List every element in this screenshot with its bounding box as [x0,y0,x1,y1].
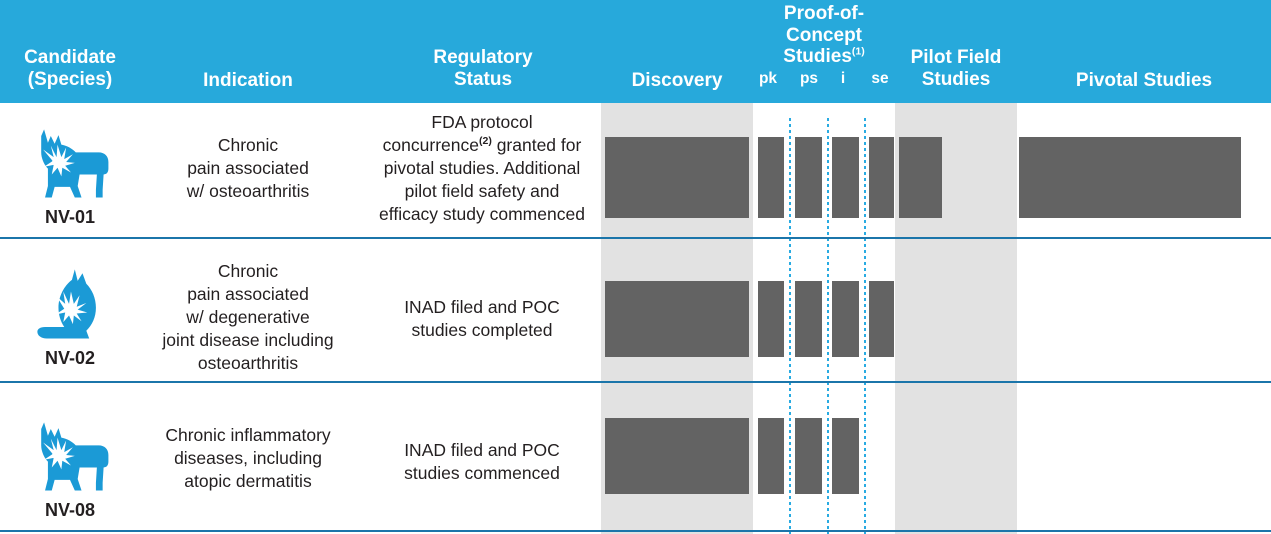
progress-bar-poc-pk [758,281,784,357]
progress-bar-poc-i [832,137,859,218]
progress-bar-poc-i [832,281,859,357]
table-row[interactable]: NV-01 Chronic pain associated w/ osteoar… [0,103,1271,237]
progress-bar-pilot-field [899,137,942,218]
table-row[interactable]: NV-02 Chronic pain associated w/ degener… [0,240,1271,381]
row-divider [0,237,1271,239]
header-pilot-line1: Pilot Field [910,47,1002,68]
poc-separator-2 [827,118,829,534]
header-candidate: Candidate (Species) [0,47,140,90]
row-divider [0,381,1271,383]
candidate-cell-nv08: NV-08 [0,406,140,521]
progress-bar-poc-se [869,281,894,357]
candidate-cell-nv02: NV-02 [0,254,140,369]
candidate-code: NV-08 [44,500,96,520]
header-poc-line1: Proof-of- [783,3,865,24]
regulatory-line: pilot field safety and [404,180,560,201]
dog-icon [0,113,140,209]
indication-cell-nv01: Chronic pain associated w/ osteoarthriti… [150,134,346,203]
header-poc-line3: Studies(1) [753,46,895,68]
header-discovery: Discovery [631,70,723,91]
progress-bar-discovery [605,137,749,218]
indication-line: osteoarthritis [197,352,299,373]
dog-icon [0,406,140,502]
header-indication: Indication [203,70,293,91]
candidate-code: NV-02 [44,348,96,368]
header-pivotal-studies: Pivotal Studies [1075,70,1213,91]
header-candidate-line2: (Species) [27,68,113,90]
regulatory-footnote: (2) [478,135,492,148]
poc-sublabel-ps: ps [799,70,819,87]
header-pilot-line2: Studies [921,68,991,90]
indication-line: Chronic [217,261,279,281]
regulatory-status-cell-nv08: INAD filed and POC studies commenced [366,439,598,485]
indication-line: w/ osteoarthritis [186,180,310,201]
regulatory-line: pivotal studies. Additional [383,157,581,178]
indication-line: Chronic inflammatory [165,425,331,445]
progress-bar-discovery [605,281,749,357]
header-regulatory-status: Regulatory Status [370,47,596,90]
header-poc-line3-text: Studies [783,46,852,68]
header-poc-line2: Concept [786,24,862,46]
regulatory-line: studies commenced [404,462,560,483]
header-candidate-line1: Candidate [24,47,116,68]
progress-bar-poc-ps [795,281,822,357]
regulatory-line: concurrence(2) granted for [382,134,582,155]
poc-sublabel-pk: pk [758,70,778,87]
candidate-code: NV-01 [44,207,96,227]
progress-bar-poc-ps [795,137,822,218]
regulatory-status-cell-nv01: FDA protocol concurrence(2) granted for … [366,111,598,226]
header-poc-footnote: (1) [851,45,865,58]
poc-sublabel-se: se [871,70,889,87]
regulatory-line: efficacy study commenced [379,203,585,224]
progress-bar-poc-pk [758,418,784,494]
poc-subcolumn-labels: pk ps i se [753,70,895,92]
regulatory-status-cell-nv02: INAD filed and POC studies completed [366,296,598,342]
progress-bar-pivotal [1019,137,1241,218]
table-row[interactable]: NV-08 Chronic inflammatory diseases, inc… [0,384,1271,530]
regulatory-line: INAD filed and POC [404,297,560,317]
header-regulatory-line2: Status [453,68,513,90]
table-header: Candidate (Species) Indication Regulator… [0,0,1271,103]
row-divider [0,530,1271,532]
indication-line: pain associated [187,157,309,178]
regulatory-line: FDA protocol [431,112,533,132]
indication-line: diseases, including [174,447,322,468]
progress-bar-poc-i [832,418,859,494]
progress-bar-discovery [605,418,749,494]
header-proof-of-concept: Proof-of- Concept Studies(1) [753,3,895,68]
indication-cell-nv08: Chronic inflammatory diseases, including… [150,424,346,493]
indication-line: atopic dermatitis [184,470,312,491]
indication-line: joint disease including [162,329,334,350]
progress-bar-poc-ps [795,418,822,494]
progress-bar-poc-pk [758,137,784,218]
indication-cell-nv02: Chronic pain associated w/ degenerative … [150,260,346,375]
candidate-cell-nv01: NV-01 [0,113,140,228]
progress-bar-poc-se [869,137,894,218]
poc-sublabel-i: i [840,70,846,87]
cat-icon [0,254,140,350]
regulatory-line: studies completed [411,319,553,340]
poc-separator-1 [789,118,791,534]
indication-line: pain associated [187,283,309,304]
indication-line: Chronic [217,135,279,155]
header-pilot-field-studies: Pilot Field Studies [895,47,1017,90]
indication-line: w/ degenerative [186,306,310,327]
poc-separator-3 [864,118,866,534]
regulatory-line: INAD filed and POC [404,440,560,460]
header-regulatory-line1: Regulatory [433,47,533,68]
